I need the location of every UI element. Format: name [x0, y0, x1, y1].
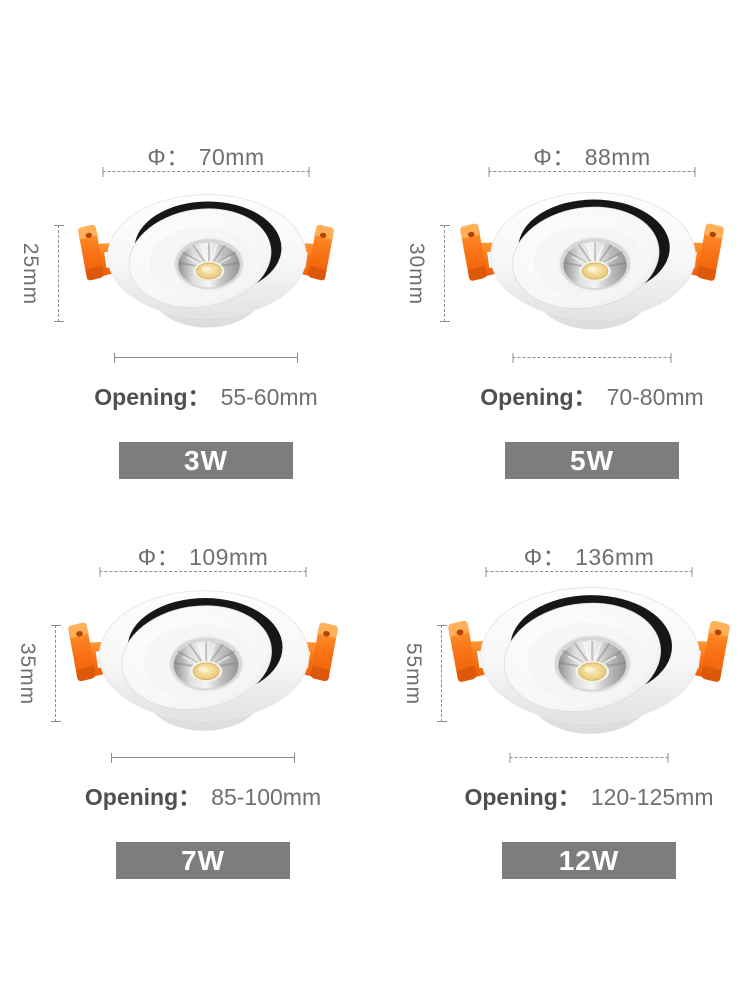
- diameter-value: 136mm: [575, 544, 655, 570]
- height-label: 35mm: [16, 642, 40, 705]
- height-dimension-line: [51, 625, 61, 722]
- diameter-label: Φ： 109mm: [138, 538, 269, 572]
- diameter-dimension-line: [488, 167, 696, 177]
- downlight-with-spring-clips: [68, 591, 339, 731]
- opening-value: 85-100mm: [211, 784, 322, 810]
- opening-spec: Opening： 120-125mm: [464, 778, 713, 812]
- phi-symbol: Φ：: [137, 544, 181, 570]
- opening-value: 70-80mm: [606, 384, 704, 410]
- wattage-badge: 7W: [116, 842, 290, 879]
- product-card-12w: Φ： 136mm 55mm Opening： 120-125mm 12W: [375, 500, 750, 900]
- diameter-value: 88mm: [584, 144, 651, 170]
- diameter-dimension-line: [99, 567, 307, 577]
- product-card-5w: Φ： 88mm 30mm Opening： 70-80mm 5W: [375, 100, 750, 500]
- opening-value: 120-125mm: [590, 784, 714, 810]
- phi-symbol: Φ：: [147, 144, 190, 170]
- height-label: 25mm: [19, 242, 43, 305]
- height-dimension-line: [54, 225, 64, 322]
- opening-spec: Opening： 55-60mm: [94, 378, 317, 412]
- opening-value: 55-60mm: [220, 384, 318, 410]
- diameter-value: 109mm: [189, 544, 269, 570]
- wattage-badge: 5W: [505, 442, 679, 479]
- downlight-product-image: [447, 583, 731, 747]
- diameter-dimension-line: [485, 567, 693, 577]
- diameter-label: Φ： 70mm: [147, 138, 264, 172]
- opening-label: Opening：: [84, 784, 202, 810]
- opening-label: Opening：: [464, 784, 581, 810]
- diameter-label: Φ： 88mm: [533, 138, 650, 172]
- opening-spec: Opening： 70-80mm: [480, 378, 703, 412]
- opening-dimension-line: [111, 753, 295, 763]
- wattage-badge: 12W: [502, 842, 676, 879]
- height-dimension-line: [437, 625, 447, 722]
- downlight-product-image: [77, 191, 335, 340]
- opening-dimension-line: [509, 753, 669, 763]
- product-card-7w: Φ： 109mm 35mm Opening： 85-100mm 7W: [0, 500, 375, 900]
- opening-dimension-line: [512, 353, 672, 363]
- diameter-label: Φ： 136mm: [524, 538, 655, 572]
- phi-symbol: Φ：: [523, 544, 567, 570]
- downlight-product-image: [67, 587, 339, 744]
- opening-dimension-line: [114, 353, 298, 363]
- diameter-dimension-line: [102, 167, 310, 177]
- height-label: 30mm: [405, 242, 429, 305]
- opening-label: Opening：: [94, 384, 211, 410]
- phi-symbol: Φ：: [533, 144, 576, 170]
- height-dimension-line: [440, 225, 450, 322]
- opening-spec: Opening： 85-100mm: [85, 778, 321, 812]
- downlight-with-spring-clips: [460, 192, 725, 329]
- product-card-3w: Φ： 70mm 25mm Opening： 55-60mm 3W: [0, 100, 375, 500]
- wattage-badge: 3W: [119, 442, 293, 479]
- downlight-product-image: [459, 188, 725, 341]
- diameter-value: 70mm: [198, 144, 265, 170]
- height-label: 55mm: [402, 642, 426, 705]
- opening-label: Opening：: [480, 384, 597, 410]
- downlight-with-spring-clips: [448, 587, 731, 733]
- downlight-with-spring-clips: [78, 195, 335, 328]
